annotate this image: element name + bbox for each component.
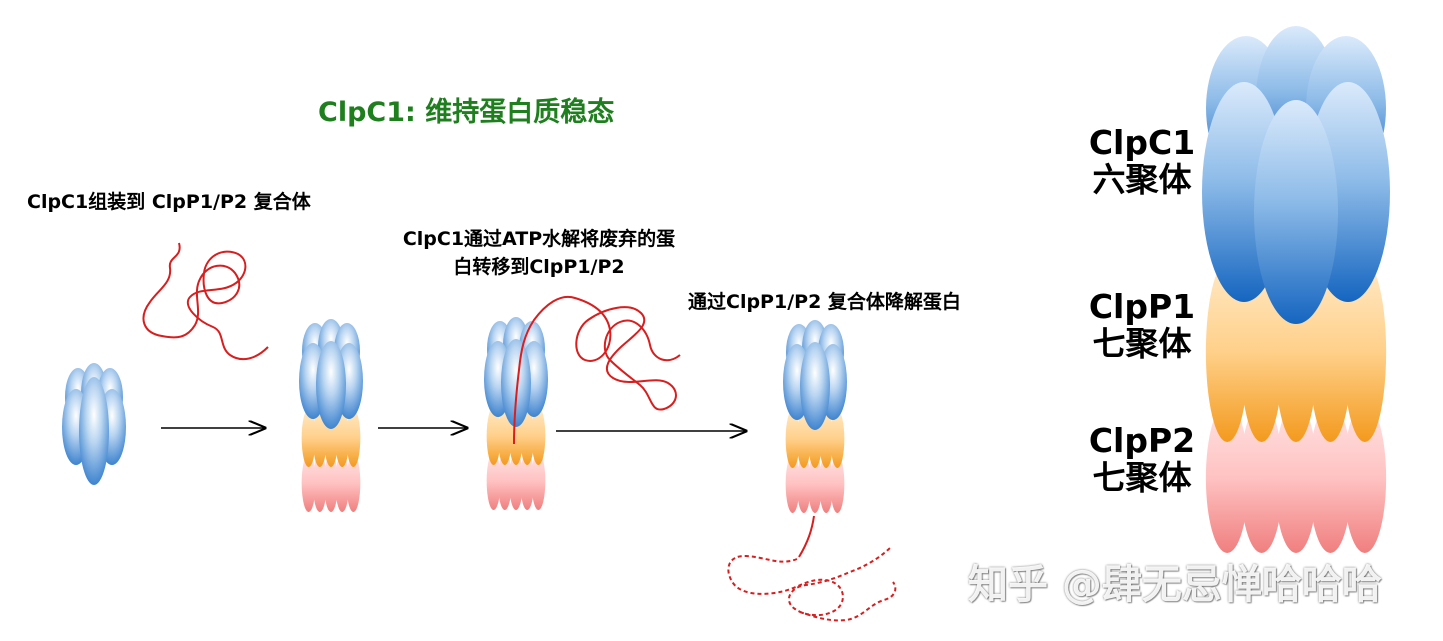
clpp2-ring-subunit bbox=[312, 454, 327, 512]
legend-clpp2-ring-subunit bbox=[1205, 403, 1249, 553]
clp-complex-degrading bbox=[783, 320, 847, 513]
clpc1-subunit bbox=[800, 342, 830, 430]
legend-clpp1-label: ClpP1 七聚体 bbox=[1062, 288, 1222, 362]
clpp1-ring-subunit bbox=[301, 409, 316, 467]
misfolded-protein-1 bbox=[142, 242, 269, 361]
legend-clpc1-form: 六聚体 bbox=[1092, 160, 1192, 199]
legend-clpc1-label: ClpC1 六聚体 bbox=[1062, 124, 1222, 198]
clpp2-ring-subunit bbox=[830, 455, 845, 513]
clpp1-ring-subunit bbox=[520, 407, 535, 465]
clpc1-subunit bbox=[316, 341, 346, 429]
step-transfer-line1: ClpC1通过ATP水解将废弃的蛋 bbox=[402, 228, 676, 250]
substrate-protein-threading bbox=[513, 295, 681, 445]
clpp1-ring-subunit bbox=[785, 410, 800, 468]
legend-clpp1-ring-subunit bbox=[1240, 262, 1283, 442]
legend-clpp2-ring-subunit bbox=[1274, 403, 1318, 553]
clpc1-subunits bbox=[62, 363, 126, 485]
clpp1-ring-subunit bbox=[796, 410, 811, 468]
legend-clpp2-ring-subunit bbox=[1343, 403, 1387, 553]
clpp2-ring-subunit bbox=[335, 454, 350, 512]
page-title: ClpC1: 维持蛋白质稳态 bbox=[318, 97, 615, 128]
clpp2-ring-subunit bbox=[819, 455, 834, 513]
clpp2-ring-subunit bbox=[509, 452, 523, 510]
watermark: 知乎 @肆无忌惮哈哈哈 bbox=[968, 562, 1382, 608]
legend-complex bbox=[1202, 26, 1390, 553]
legend-clpp1-name: ClpP1 bbox=[1088, 287, 1196, 326]
clpp1-ring-subunit bbox=[486, 407, 501, 465]
legend-clpp2-ring-subunit bbox=[1240, 403, 1283, 553]
clpp2-ring-subunit bbox=[520, 452, 535, 510]
step-degrade-caption: 通过ClpP1/P2 复合体降解蛋白 bbox=[688, 291, 961, 313]
legend-clpp2-ring-subunit bbox=[1309, 403, 1352, 553]
legend-clpc1-name: ClpC1 bbox=[1088, 123, 1196, 162]
legend-clpp1-ring-subunit bbox=[1343, 262, 1387, 442]
clpp2-ring-subunit bbox=[785, 455, 800, 513]
step-transfer-caption: ClpC1通过ATP水解将废弃的蛋 白转移到ClpP1/P2 bbox=[354, 225, 724, 281]
clpp1-ring-subunit bbox=[531, 407, 546, 465]
step-transfer-line2: 白转移到ClpP1/P2 bbox=[453, 256, 625, 278]
clpp1-ring-subunit bbox=[819, 410, 834, 468]
clpp1-ring-subunit bbox=[346, 409, 361, 467]
legend-clpp1-ring-subunit bbox=[1309, 262, 1352, 442]
clpp2-ring-subunit bbox=[346, 454, 361, 512]
clpp2-ring-subunit bbox=[531, 452, 546, 510]
legend-clpp2-name: ClpP2 bbox=[1088, 421, 1196, 460]
clpp2-ring-subunit bbox=[301, 454, 316, 512]
clpc1-subunit bbox=[501, 339, 531, 427]
legend-clpp1-form: 七聚体 bbox=[1092, 324, 1192, 363]
legend-clpp1-ring-subunit bbox=[1205, 262, 1249, 442]
clpp2-ring-subunit bbox=[796, 455, 811, 513]
clpc1-hexamer-free bbox=[62, 363, 126, 485]
clpp2-ring-subunit bbox=[486, 452, 501, 510]
legend-clpp2-form: 七聚体 bbox=[1092, 458, 1192, 497]
clp-complex-translocating bbox=[484, 317, 548, 510]
peptide-stub-solid bbox=[798, 515, 815, 558]
clpp2-ring-subunit bbox=[808, 455, 822, 513]
clpp2-ring-subunit bbox=[324, 454, 338, 512]
clpp2-ring-subunit bbox=[497, 452, 512, 510]
clp-complex-assembled bbox=[299, 319, 363, 512]
step-assemble-caption: ClpC1组装到 ClpP1/P2 复合体 bbox=[27, 191, 311, 213]
clpp1-ring-subunit bbox=[830, 410, 845, 468]
legend-clpc1-subunit bbox=[1254, 100, 1338, 324]
legend-clpp2-label: ClpP2 七聚体 bbox=[1062, 422, 1222, 496]
clpp1-ring-subunit bbox=[312, 409, 327, 467]
clpp1-ring-subunit bbox=[497, 407, 512, 465]
clpp1-ring-subunit bbox=[335, 409, 350, 467]
degraded-peptides bbox=[727, 545, 897, 622]
